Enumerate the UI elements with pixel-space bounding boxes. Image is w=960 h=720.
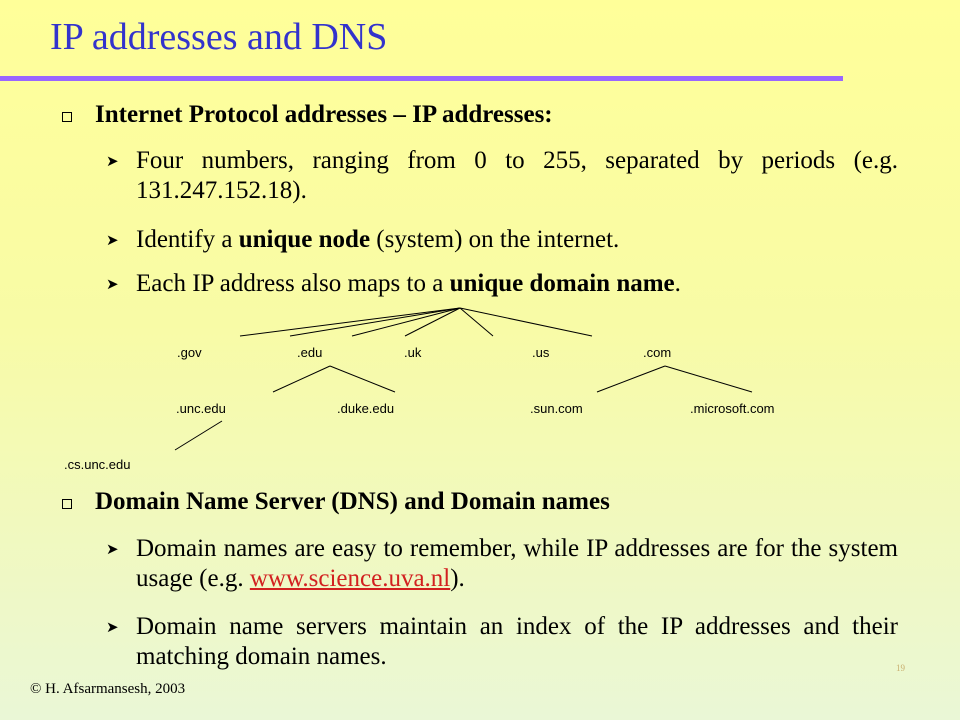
science-uva-link[interactable]: www.science.uva.nl	[249, 565, 451, 592]
bullet-text: Each IP address also maps to a	[136, 270, 450, 297]
tree-node-duke-edu: .duke.edu	[337, 401, 394, 416]
tree-edge	[329, 365, 396, 393]
tree-edge	[239, 307, 461, 337]
tree-edge	[272, 365, 331, 393]
copyright-footer: © H. Afsarmansesh, 2003	[30, 681, 186, 697]
tree-node-microsoft-com: .microsoft.com	[690, 401, 775, 416]
tree-edge	[289, 307, 461, 337]
tree-node-gov: .gov	[177, 345, 202, 360]
bullet-unique-domain: Each IP address also maps to a unique do…	[136, 269, 898, 299]
section-heading-ip: Internet Protocol addresses – IP address…	[95, 101, 553, 128]
tree-edge	[174, 420, 223, 451]
bullet-text: Identify a	[136, 226, 239, 253]
tree-node-unc-edu: .unc.edu	[176, 401, 226, 416]
arrow-bullet-icon: ➤	[106, 152, 119, 170]
tree-node-us: .us	[532, 345, 550, 360]
bullet-dns-index: Domain name servers maintain an index of…	[136, 613, 898, 670]
tree-edge	[404, 307, 461, 337]
tree-edge	[351, 307, 461, 337]
section-heading-dns: Domain Name Server (DNS) and Domain name…	[95, 488, 610, 515]
square-bullet-icon	[62, 112, 72, 122]
bullet-bold-text: unique domain name	[449, 270, 675, 297]
tree-node-edu: .edu	[297, 345, 322, 360]
tree-edge	[459, 307, 593, 337]
page-number: 19	[896, 663, 905, 673]
tree-node-com: .com	[643, 345, 671, 360]
square-bullet-icon	[62, 499, 72, 509]
tree-edge	[664, 365, 753, 393]
tree-node-cs-unc-edu: .cs.unc.edu	[64, 457, 131, 472]
arrow-bullet-icon: ➤	[106, 618, 119, 636]
bullet-unique-node: Identify a unique node (system) on the i…	[136, 225, 898, 255]
bullet-four-numbers: Four numbers, ranging from 0 to 255, sep…	[136, 147, 898, 204]
bullet-text: Domain names are easy to remember, while…	[136, 535, 898, 592]
arrow-bullet-icon: ➤	[106, 231, 119, 249]
bullet-text: ).	[450, 565, 465, 592]
title-underline	[0, 76, 843, 81]
bullet-domain-names-easy: Domain names are easy to remember, while…	[136, 534, 898, 594]
bullet-text: (system) on the internet.	[370, 226, 620, 253]
bullet-text: .	[674, 270, 681, 297]
arrow-bullet-icon: ➤	[106, 540, 119, 558]
tree-edge	[596, 365, 666, 393]
bullet-bold-text: unique node	[238, 226, 371, 253]
slide-title: IP addresses and DNS	[50, 16, 388, 58]
tree-edge	[459, 307, 494, 337]
tree-node-uk: .uk	[404, 345, 422, 360]
arrow-bullet-icon: ➤	[106, 275, 119, 293]
tree-node-sun-com: .sun.com	[530, 401, 583, 416]
